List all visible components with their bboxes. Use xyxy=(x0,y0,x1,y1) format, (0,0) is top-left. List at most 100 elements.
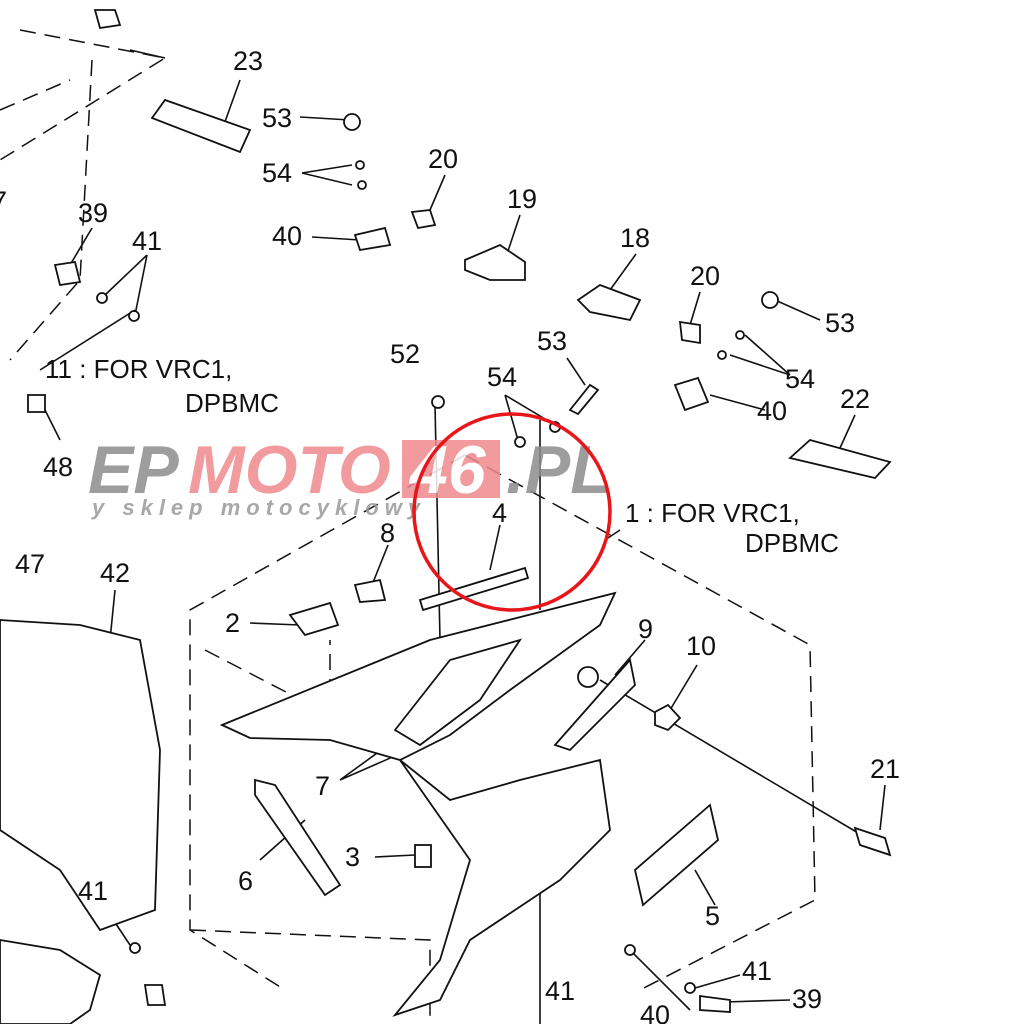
callout: 53 xyxy=(262,103,292,133)
drawing-stroke xyxy=(371,544,389,586)
drawing-stroke xyxy=(301,164,353,186)
drawing-stroke xyxy=(614,639,646,676)
callout: 22 xyxy=(840,384,870,414)
drawing-stroke xyxy=(429,174,446,211)
part-2 xyxy=(288,601,340,637)
callout: 6 xyxy=(238,866,253,896)
drawing-stroke xyxy=(357,180,367,190)
drawing-stroke xyxy=(735,330,745,340)
drawing-stroke xyxy=(694,974,741,989)
drawing-stroke xyxy=(699,994,731,1013)
drawing-stroke xyxy=(0,29,168,161)
callout: 7 xyxy=(315,771,330,801)
drawing-stroke xyxy=(53,260,82,287)
callout: 9 xyxy=(638,614,653,644)
callout: 39 xyxy=(78,198,108,228)
callout: 53 xyxy=(825,308,855,338)
part-9-panel xyxy=(553,658,636,752)
watermark-part2: MOTO xyxy=(188,432,391,508)
callout: 54 xyxy=(487,362,517,392)
callout: 48 xyxy=(43,452,73,482)
drawing-stroke xyxy=(678,320,701,345)
callout: 4 xyxy=(492,498,507,528)
variant-notes: 11 : FOR VRC1, DPBMC 1 : FOR VRC1, DPBMC xyxy=(45,354,839,558)
watermark-tagline: y sklep motocyklowy xyxy=(91,495,426,520)
drawing-stroke xyxy=(109,589,116,641)
callout: 39 xyxy=(792,984,822,1014)
screw-53 xyxy=(343,113,361,131)
drawing-stroke xyxy=(355,160,365,170)
drawing-stroke xyxy=(774,299,821,321)
note-1-line2: DPBMC xyxy=(745,528,839,558)
drawing-stroke xyxy=(129,942,141,954)
part-7-duct xyxy=(393,638,523,747)
part-3-clip xyxy=(414,844,432,868)
drawing-stroke xyxy=(299,116,351,121)
part-40-nut xyxy=(353,226,392,252)
part-1-lower-cowling xyxy=(392,758,611,1017)
callout: 52 xyxy=(390,339,420,369)
drawing-stroke xyxy=(669,664,698,711)
callout: 41 xyxy=(78,876,108,906)
watermark-part3: 46 xyxy=(408,432,487,508)
highlight-circle xyxy=(412,412,612,612)
callout: 2 xyxy=(225,608,240,638)
drawing-stroke xyxy=(689,291,701,326)
drawing-stroke xyxy=(568,383,600,416)
drawing-stroke xyxy=(27,394,46,413)
callout: 54 xyxy=(785,364,815,394)
callout: 18 xyxy=(620,223,650,253)
drawing-stroke xyxy=(717,350,727,360)
drawing-stroke xyxy=(0,939,102,1024)
callout: 20 xyxy=(428,144,458,174)
callout: 40 xyxy=(757,396,787,426)
drawing-stroke xyxy=(684,982,696,994)
drawing-stroke xyxy=(624,944,636,956)
drawing-stroke xyxy=(629,949,691,1011)
callout-labels: 23 53 54 20 19 40 39 41 48 18 20 53 54 4… xyxy=(0,46,900,1024)
drawing-stroke xyxy=(0,79,71,111)
drawing-stroke xyxy=(566,357,586,386)
part-18-bracket xyxy=(576,283,642,322)
drawing-stroke xyxy=(599,679,871,841)
callout: 3 xyxy=(345,842,360,872)
note-11-line2: DPBMC xyxy=(185,388,279,418)
part-1-side-cowling xyxy=(219,591,617,761)
callout: 23 xyxy=(233,46,263,76)
drawing-stroke xyxy=(609,253,637,291)
drawing-stroke xyxy=(729,334,791,376)
drawing-stroke xyxy=(879,784,886,831)
drawing-stroke xyxy=(839,414,856,449)
callout: 20 xyxy=(690,261,720,291)
drawing-stroke xyxy=(673,376,710,412)
drawing-stroke xyxy=(761,291,779,309)
callout: 40 xyxy=(640,1000,670,1024)
watermark-part1: EP xyxy=(88,432,179,508)
callout: 41 xyxy=(132,226,162,256)
drawing-stroke xyxy=(129,49,166,59)
callout: 54 xyxy=(262,158,292,188)
drawing-stroke xyxy=(489,524,501,571)
drawing-stroke xyxy=(431,395,445,409)
drawing-stroke xyxy=(724,999,791,1003)
drawing-stroke xyxy=(374,854,416,858)
part-42-inner-panel xyxy=(0,619,161,932)
part-4-strip xyxy=(418,566,530,612)
callout: 8 xyxy=(380,518,395,548)
bolt xyxy=(93,9,122,30)
part-5-emblem xyxy=(634,803,719,907)
drawing-stroke xyxy=(143,984,167,1006)
part-19-bracket xyxy=(464,243,526,281)
callout: 47 xyxy=(15,549,45,579)
callout: 42 xyxy=(100,558,130,588)
callout: 19 xyxy=(507,184,537,214)
drawing-stroke xyxy=(189,454,466,991)
note-11-line1: 11 : FOR VRC1, xyxy=(45,354,232,384)
callout: 40 xyxy=(272,221,302,251)
callout: 7 xyxy=(0,186,7,216)
bolt-21 xyxy=(853,826,892,857)
drawing-stroke xyxy=(410,209,437,230)
drawing-stroke xyxy=(96,292,108,304)
drawing-stroke xyxy=(353,578,387,603)
